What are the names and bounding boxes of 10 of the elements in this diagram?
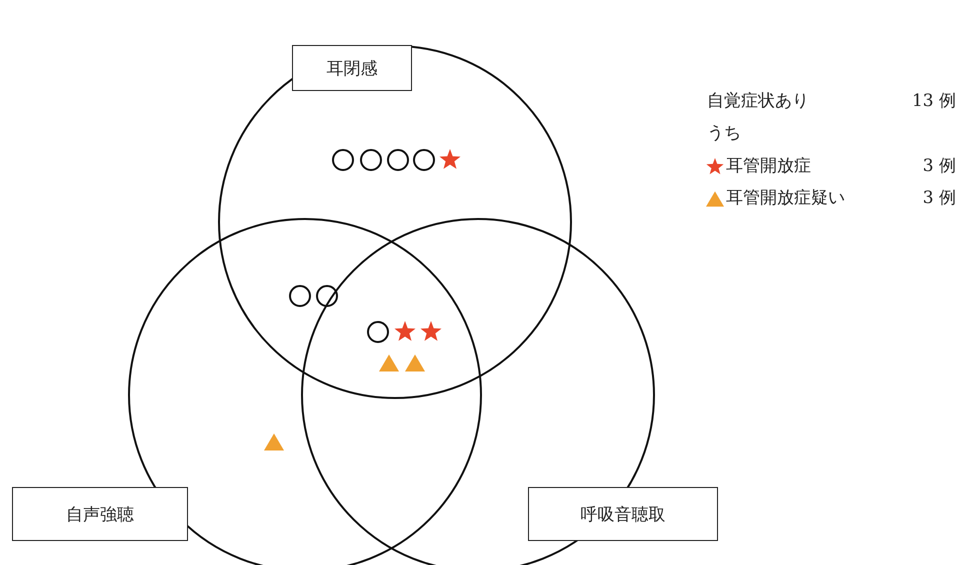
- label-box: 耳閉感: [292, 45, 412, 91]
- label-box: 自声強聴: [12, 487, 188, 541]
- count-text: 3 例: [922, 155, 956, 177]
- count-text: 13 例: [912, 90, 956, 112]
- count-text: 3 例: [922, 187, 956, 209]
- legend-text: 耳管開放症: [726, 155, 811, 177]
- label-box: 呼吸音聴取: [528, 487, 718, 541]
- legend-heading: うち: [707, 122, 741, 144]
- legend-text: 耳管開放症疑い: [726, 187, 845, 209]
- legend-heading: 自覚症状あり: [707, 90, 809, 112]
